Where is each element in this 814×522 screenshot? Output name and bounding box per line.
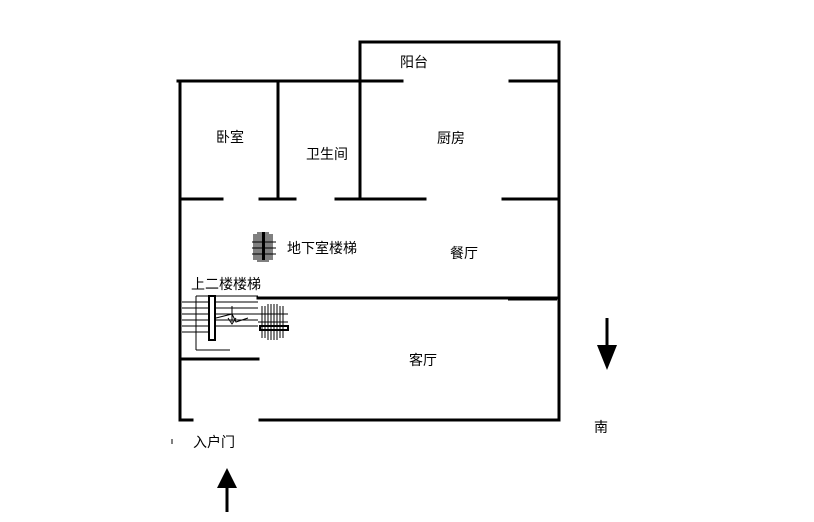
basement-stairs-rail [262,232,265,260]
living-room-label: 客厅 [409,353,437,369]
basement-stairs-symbol [252,232,276,262]
bathroom-label: 卫生间 [306,147,348,163]
dining-label: 餐厅 [450,246,478,262]
entrance-arrow-icon [217,468,237,512]
balcony-label: 阳台 [400,55,428,71]
kitchen-label: 厨房 [437,131,465,147]
stairs-break-line [215,313,249,323]
bedroom-label: 卧室 [216,130,244,146]
south-label: 南 [594,420,608,436]
entrance-label: 入户门 [193,435,235,451]
basement-stairs-label: 地下室楼梯 [287,241,357,257]
upstairs-rail [208,295,216,341]
upstairs-stairs-symbol [182,295,258,351]
south-arrow-icon [597,318,617,370]
walls [176,40,561,422]
upstairs-label: 上二楼楼梯 [191,277,261,293]
living-stairs-symbol [258,304,289,340]
living-stairs-rail [259,325,289,331]
